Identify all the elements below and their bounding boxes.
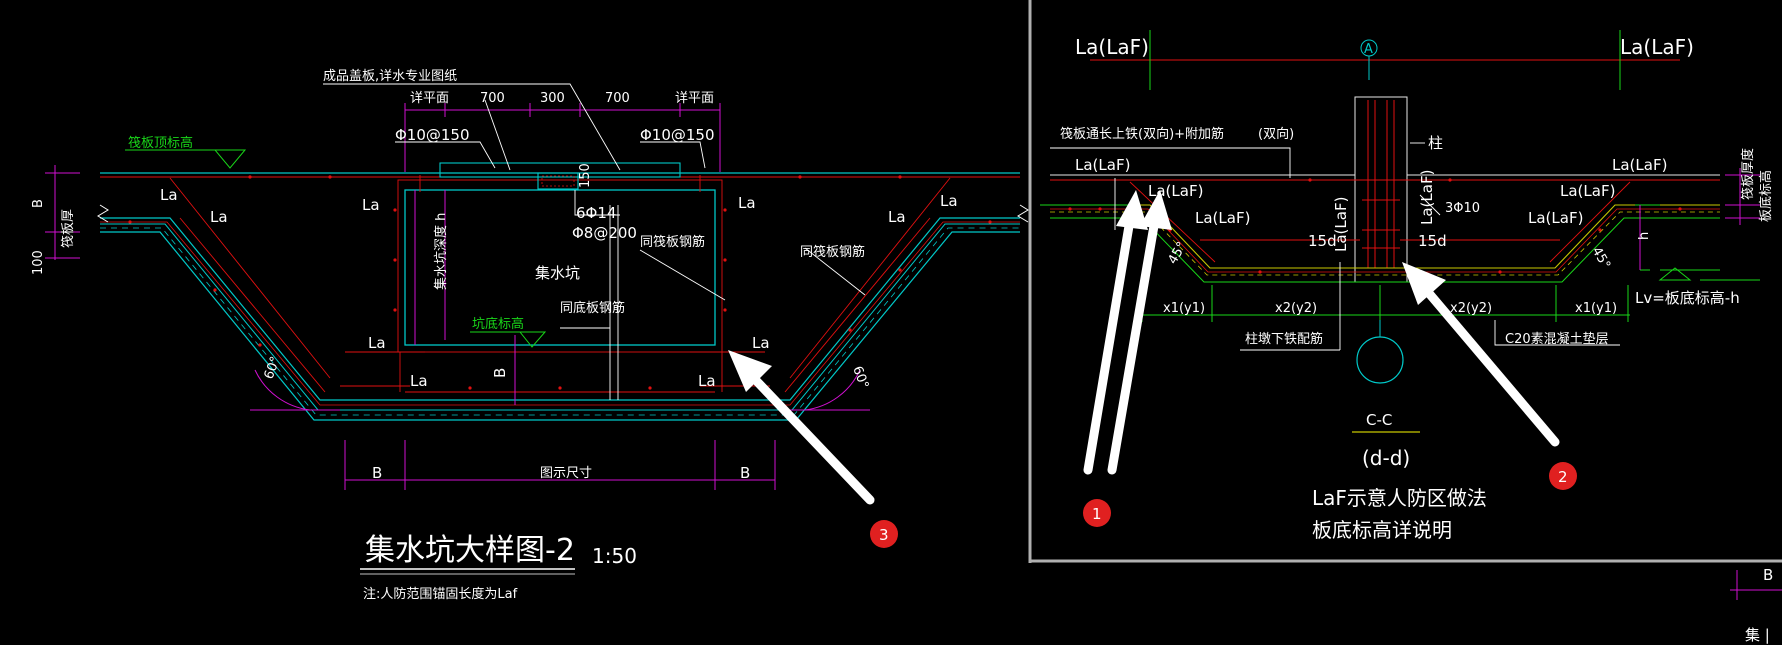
marker-3-label: 3 <box>879 526 889 544</box>
marker-1-label: 1 <box>1092 505 1102 523</box>
laf-label: La(LaF) <box>1148 182 1203 200</box>
laf-label: La(LaF) <box>1195 209 1250 227</box>
column-bottom-rebar: 柱墩下铁配筋 <box>1245 331 1323 347</box>
d15-right: 15d <box>1418 232 1447 250</box>
dim-150: 150 <box>578 163 593 188</box>
same-top-rebar-right: 同筏板钢筋 <box>800 244 865 260</box>
la-label: La <box>698 372 716 390</box>
angle-left: 60° <box>262 355 284 382</box>
annotation-arrows <box>728 190 1560 505</box>
drawing-title: 集水坑大样图-2 <box>365 533 575 568</box>
d15-left: 15d <box>1308 232 1337 250</box>
x1-left: x1(y1) <box>1163 301 1205 316</box>
bottom-dim-0: B <box>372 464 382 482</box>
side-label-1: 筏板厚度 <box>1740 148 1756 200</box>
two-way-label: (双向) <box>1258 126 1294 142</box>
laf-label: La(LaF) <box>1620 35 1694 59</box>
dim-100-left: 100 <box>31 250 46 275</box>
detail-panel: La(LaF) La(LaF) A 筏板通长上铁(双向)+附加筋 (双向) 柱 … <box>1028 0 1782 644</box>
h-label: h <box>1637 232 1652 240</box>
laf-vertical-right: La(LaF) <box>1418 170 1436 225</box>
rebar-right: Φ10@150 <box>640 126 715 144</box>
la-label: La <box>940 192 958 210</box>
marker-2-label: 2 <box>1558 468 1568 486</box>
b-corner: B <box>1763 566 1773 584</box>
dim-b-left: B <box>31 199 46 208</box>
bottom-dim-1: 图示尺寸 <box>540 466 592 481</box>
pit-depth: 集水坑深度 h <box>433 213 449 290</box>
x2-left: x2(y2) <box>1275 301 1317 316</box>
x2-right: x2(y2) <box>1450 301 1492 316</box>
drawing-note: 注:人防范围锚固长度为Laf <box>363 586 518 602</box>
phi14: 6Φ14 <box>576 204 616 222</box>
la-label: La <box>368 334 386 352</box>
laf-label: La(LaF) <box>1560 182 1615 200</box>
la-label: La <box>160 186 178 204</box>
marker-2[interactable]: 2 <box>1549 462 1577 490</box>
side-label-2: 板底标高 <box>1758 170 1774 222</box>
dim-top-4: 详平面 <box>675 91 714 106</box>
laf-label: La(LaF) <box>1528 209 1583 227</box>
angle45-right: 45° <box>1589 245 1614 272</box>
angle-right: 60° <box>849 364 871 391</box>
laf-label: La(LaF) <box>1075 35 1149 59</box>
marker-1[interactable]: 1 <box>1083 499 1111 527</box>
dim-b-vertical: B <box>491 368 509 378</box>
x1-right: x1(y1) <box>1575 301 1617 316</box>
axis-a: A <box>1364 42 1373 57</box>
la-label: La <box>752 334 770 352</box>
bottom-mark: 坑底标高 <box>472 316 524 332</box>
la-label: La <box>362 196 380 214</box>
partial-text: 集 | <box>1745 626 1770 644</box>
dim-top-0: 详平面 <box>410 91 449 106</box>
desc-line-2: 板底标高详说明 <box>1312 518 1452 542</box>
raft-top-label: 筏板顶标高 <box>128 135 193 151</box>
section-dd: (d-d) <box>1362 446 1410 470</box>
same-top-rebar: 同筏板钢筋 <box>640 234 705 250</box>
lv-label: Lv=板底标高-h <box>1635 289 1740 307</box>
la-label: La <box>410 372 428 390</box>
desc-line-1: LaF示意人防区做法 <box>1312 486 1487 510</box>
drawing-scale: 1:50 <box>592 544 637 568</box>
marker-3[interactable]: 3 <box>870 520 898 548</box>
sump-pit-detail: 成品盖板,详水专业图纸 详平面 700 300 700 详平面 Φ10@150 … <box>31 69 1029 602</box>
dim-top-1: 700 <box>480 91 505 106</box>
cover-note: 成品盖板,详水专业图纸 <box>323 69 457 84</box>
la-label: La <box>210 208 228 226</box>
la-label: La <box>888 208 906 226</box>
phi10-label: 3Φ10 <box>1445 201 1480 216</box>
pit-label: 集水坑 <box>535 264 580 282</box>
bottom-dim-2: B <box>740 464 750 482</box>
phi8: Φ8@200 <box>572 224 637 242</box>
la-label: La <box>738 194 756 212</box>
laf-vertical-left: La(LaF) <box>1332 197 1350 252</box>
section-cc: C-C <box>1366 411 1392 429</box>
rebar-left: Φ10@150 <box>395 126 470 144</box>
column-label: 柱 <box>1428 134 1443 152</box>
same-bottom-rebar: 同底板钢筋 <box>560 300 625 316</box>
laf-label: La(LaF) <box>1612 156 1667 174</box>
thickness-label: 筏板厚 <box>60 209 76 248</box>
dim-top-3: 700 <box>605 91 630 106</box>
top-rebar-note: 筏板通长上铁(双向)+附加筋 <box>1060 126 1224 142</box>
cushion-label: C20素混凝土垫层 <box>1505 331 1609 347</box>
laf-label: La(LaF) <box>1075 156 1130 174</box>
dim-top-2: 300 <box>540 91 565 106</box>
